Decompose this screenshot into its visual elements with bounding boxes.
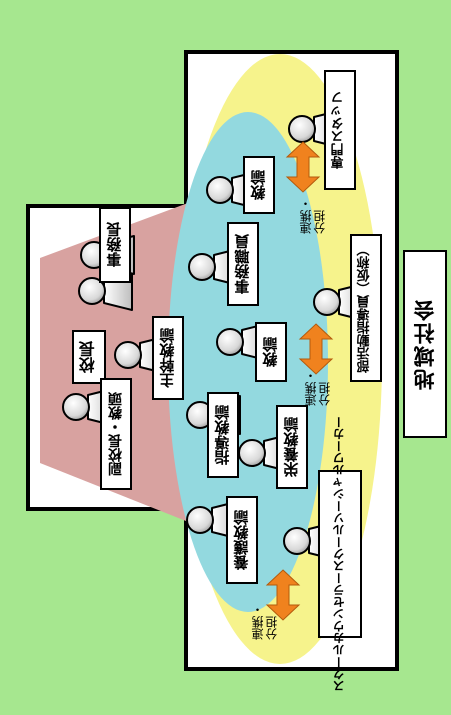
cooperation-upper-line2: 分担	[312, 210, 327, 234]
label-senmon: 専門スタッフ	[324, 70, 356, 190]
label-kyoyu-lower: 教諭	[255, 322, 287, 382]
cooperation-lower-line1: 連携・	[251, 604, 265, 640]
cooperation-text-middle: 連携・ 分担	[304, 370, 333, 406]
region-label: 地域社会	[403, 250, 447, 438]
label-jimushokuin: 事務職員	[227, 222, 259, 306]
cooperation-upper-line1: 連携・	[299, 198, 313, 234]
label-kyoyu-upper: 教諭	[243, 156, 275, 214]
label-shukan: 主幹教諭	[152, 316, 184, 400]
label-eiyo: 栄養教諭	[276, 405, 308, 489]
cooperation-middle-line2: 分担	[317, 382, 332, 406]
label-bukatsu: 部活動指導員（仮称）	[350, 234, 382, 382]
label-kocho: 校長	[72, 330, 106, 384]
label-counselor: スクールカウンセラー スクールソーシャルワーカー	[318, 416, 362, 692]
label-counselor-line1: スクールカウンセラー	[332, 572, 347, 692]
label-shido: 指導教諭	[207, 392, 239, 478]
label-jimucho: 事務長	[99, 207, 131, 283]
label-fukukocho: 副校長・教頭	[100, 378, 132, 490]
cooperation-text-lower: 連携・ 分担	[251, 604, 280, 640]
label-yogo: 養護教諭	[226, 496, 258, 584]
label-counselor-line2: スクールソーシャルワーカー	[332, 416, 347, 572]
cooperation-middle-line1: 連携・	[304, 370, 318, 406]
cooperation-text-upper: 連携・ 分担	[299, 198, 328, 234]
cooperation-lower-line2: 分担	[264, 616, 279, 640]
